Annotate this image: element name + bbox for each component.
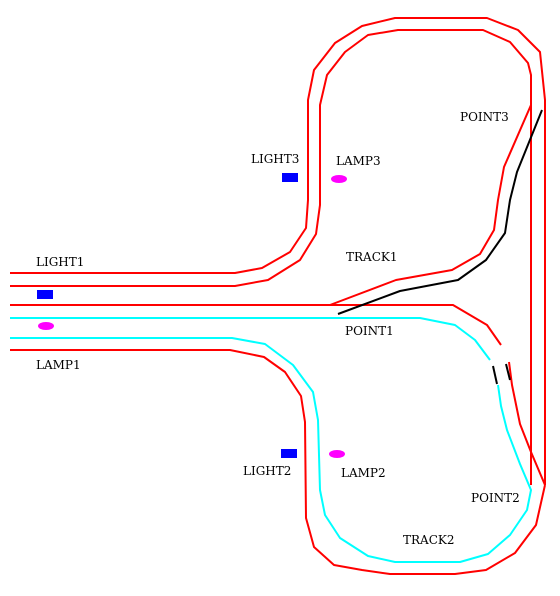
track1-lead-rail	[329, 104, 532, 306]
point3-label: POINT3	[460, 110, 509, 124]
track2-outer-rail	[10, 304, 502, 346]
point2-black-rail-right	[505, 363, 511, 381]
track1-outer-rail	[10, 17, 546, 485]
light2-label: LIGHT2	[243, 464, 291, 478]
light1-signal[interactable]	[37, 290, 53, 299]
lamp2-label: LAMP2	[341, 466, 386, 480]
point2-black-rail-left	[492, 365, 498, 385]
light3-label: LIGHT3	[251, 152, 299, 166]
lamp3-label: LAMP3	[336, 154, 381, 168]
lamp2-indicator[interactable]	[329, 450, 345, 458]
point2-upper-rail	[508, 361, 546, 486]
lamp3-indicator[interactable]	[331, 175, 347, 183]
track1-inner-rail	[10, 29, 532, 485]
track2-label: TRACK2	[403, 533, 455, 547]
light3-signal[interactable]	[282, 173, 298, 182]
point2-label: POINT2	[471, 491, 520, 505]
light1-label: LIGHT1	[36, 255, 84, 269]
lamp1-label: LAMP1	[36, 358, 81, 372]
track1-label: TRACK1	[346, 250, 398, 264]
track2-lower-rail	[10, 349, 546, 575]
point1-label: POINT1	[345, 324, 394, 338]
light2-signal[interactable]	[281, 449, 297, 458]
track2-loop-rail	[10, 337, 532, 563]
lamp1-indicator[interactable]	[38, 322, 54, 330]
point1-black-rail	[337, 109, 543, 315]
track2-inner-rail	[10, 317, 491, 361]
